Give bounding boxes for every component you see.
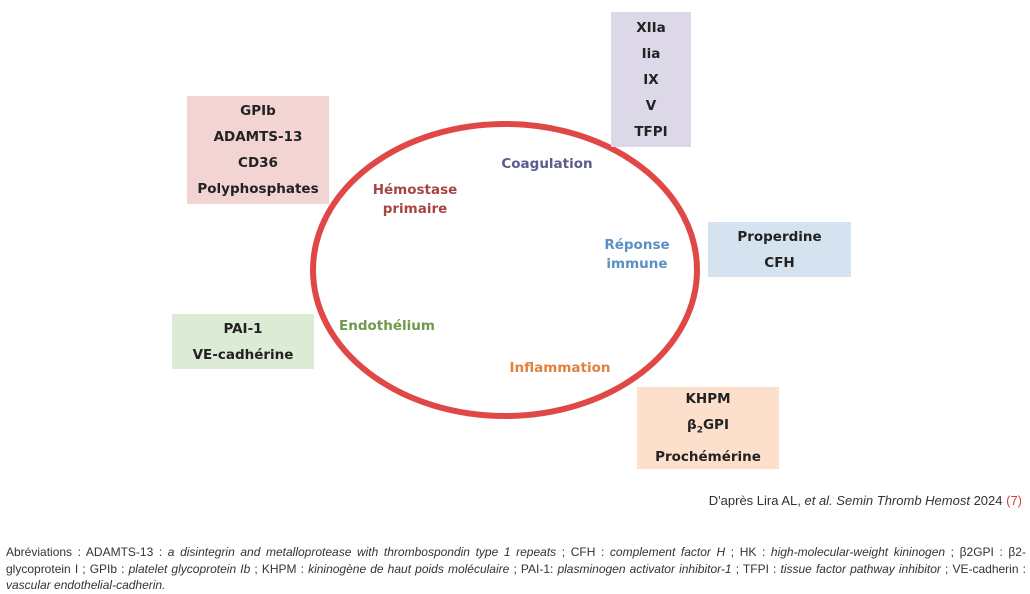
label-coagulation: Coagulation [501,156,593,172]
box-inflammation: KHPM β2GPI Prochémérine [637,387,779,469]
item: GPIb [240,103,276,119]
item: ADAMTS-13 [213,129,303,145]
item: Properdine [737,228,822,245]
item: CD36 [238,155,278,171]
central-ring [310,121,700,419]
item: KHPM [685,391,731,408]
item: IX [643,71,659,88]
label-endothelium: Endothélium [339,318,435,334]
box-coagulation: XIIa Iia IX V TFPI [611,12,691,147]
box-endothelium: PAI-1 VE-cadhérine [172,314,314,369]
item: Polyphosphates [197,181,319,197]
item: XIIa [636,19,666,36]
item: CFH [764,254,795,271]
item: TFPI [634,123,668,140]
item: VE-cadhérine [192,346,294,363]
item: β2GPI [687,417,729,436]
source-citation: D'après Lira AL, et al. Semin Thromb Hem… [708,493,1022,508]
box-hemostase: GPIb ADAMTS-13 CD36 Polyphosphates [187,96,329,204]
item: Prochémérine [655,448,761,465]
item: V [645,97,657,114]
item: Iia [641,45,661,62]
box-immune: Properdine CFH [708,222,851,277]
label-inflammation: Inflammation [509,360,611,376]
item: PAI-1 [223,320,263,337]
abbreviations-note: Abréviations : ADAMTS-13 : a disintegrin… [6,545,1026,592]
